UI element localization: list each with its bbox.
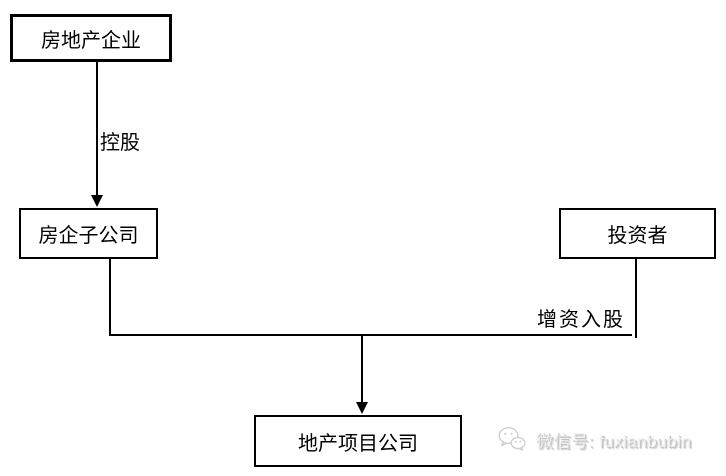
edge-label-holding: 控股: [100, 126, 140, 155]
node-label: 地产项目公司: [298, 430, 418, 455]
arrowhead-down-icon: [91, 195, 103, 207]
watermark-text: 微信号: fuxianbubin: [536, 432, 692, 451]
connector-horizontal-join: [109, 334, 632, 336]
wechat-icon: [498, 426, 526, 451]
watermark: 微信号: fuxianbubin: [497, 426, 691, 453]
node-label: 房企子公司: [38, 223, 139, 247]
node-label: 房地产企业: [41, 27, 141, 52]
node-re-subsidiary: 房企子公司: [19, 208, 158, 259]
connector-investor-down: [635, 259, 637, 338]
connector-to-project-company: [361, 336, 363, 404]
node-real-estate-enterprise: 房地产企业: [10, 14, 172, 62]
node-label: 投资者: [607, 223, 668, 247]
edge-label-capital-increase: 增资入股: [537, 303, 625, 332]
connector-subsidiary-down: [109, 259, 111, 336]
connector-enterprise-to-subsidiary: [96, 62, 98, 197]
node-property-project-company: 地产项目公司: [254, 415, 462, 467]
arrowhead-down-icon: [356, 402, 368, 414]
node-investor: 投资者: [559, 208, 716, 259]
